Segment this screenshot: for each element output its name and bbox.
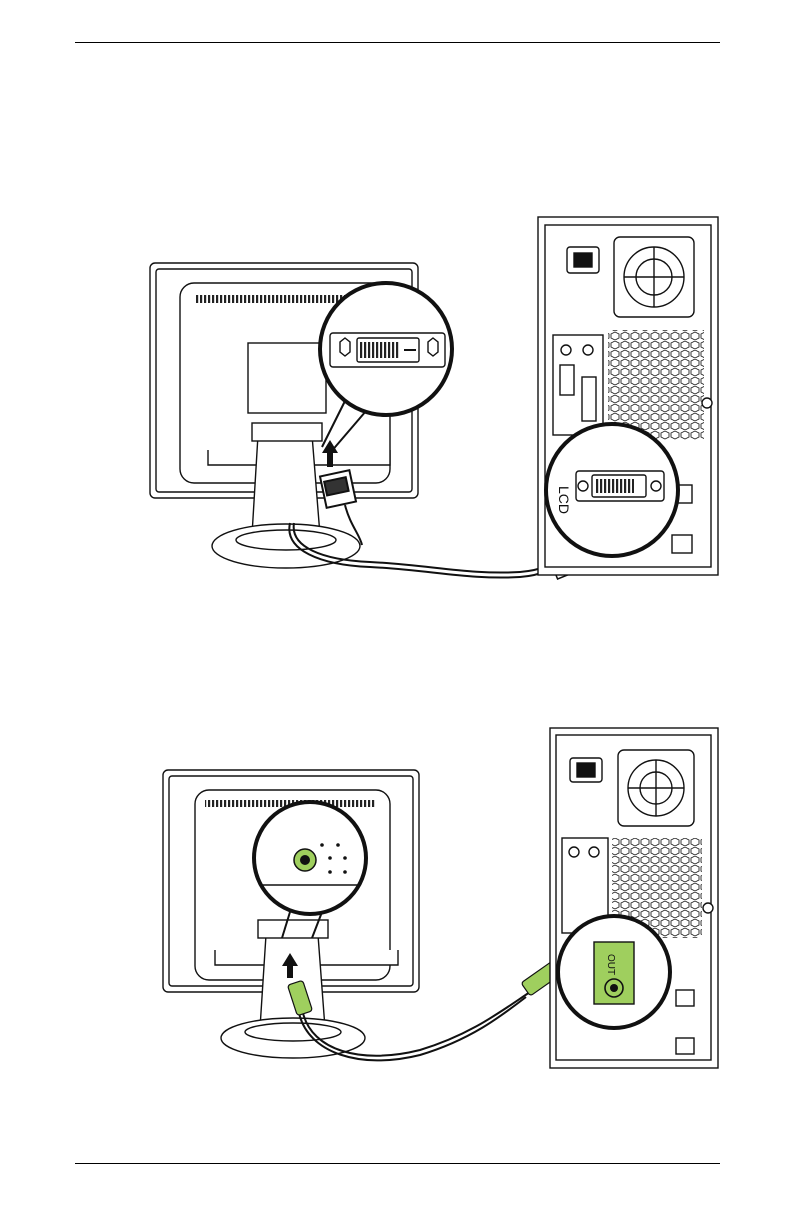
magnifier-callout-icon: LCD	[546, 424, 678, 556]
audio-in-jack-icon	[294, 849, 316, 871]
figure-audio-cable: OUT	[0, 720, 793, 1080]
header-rule	[75, 42, 720, 43]
magnifier-callout-icon: OUT	[558, 916, 670, 1028]
speaker-out-icon: OUT	[594, 942, 634, 1004]
pc-lcd-label: LCD	[556, 486, 572, 514]
footer-rule	[75, 1163, 720, 1164]
dvi-port-icon	[576, 471, 664, 501]
dvi-port-icon	[330, 333, 445, 367]
figure-video-cable: LCD	[0, 205, 793, 610]
pc-audio-out-label: OUT	[605, 954, 616, 975]
